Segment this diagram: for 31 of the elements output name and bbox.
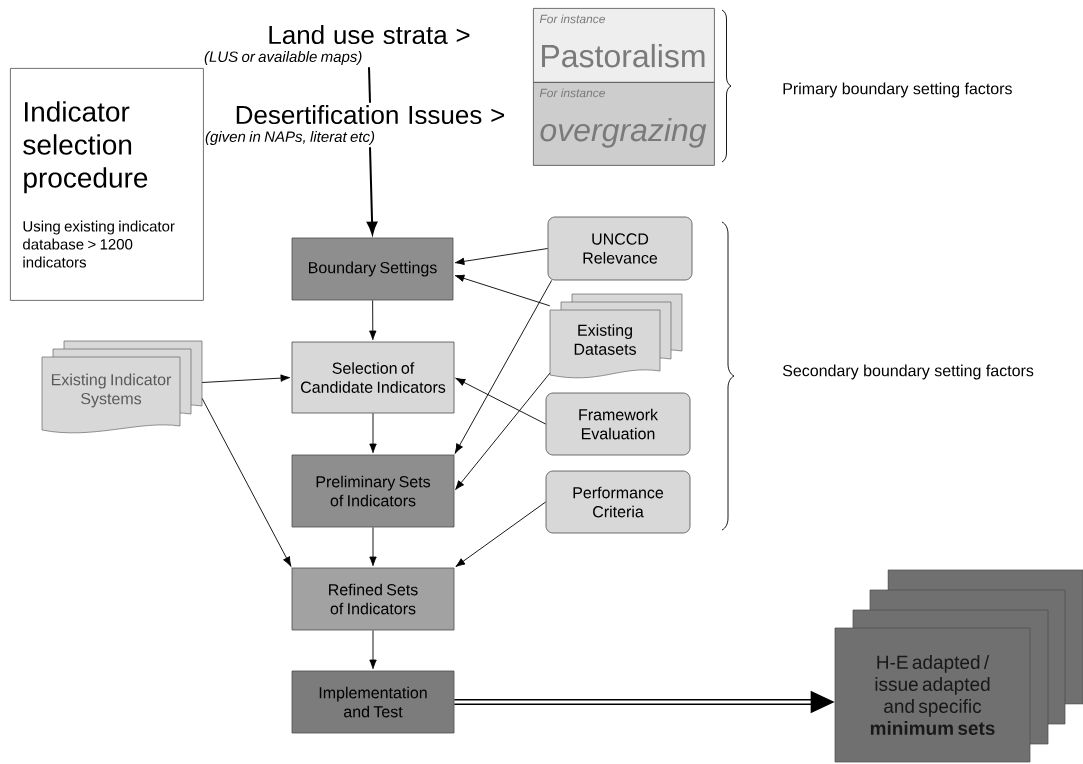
arrow xyxy=(201,398,292,567)
info-box: Indicator selection procedure Using existing indicator database > 1200 indicators xyxy=(10,68,204,301)
arrow xyxy=(455,501,547,567)
process-box: Implementation and Test xyxy=(291,670,455,734)
rounded-box: UNCCD Relevance xyxy=(547,216,693,281)
example-box: For instance Pastoralism xyxy=(533,8,715,83)
arrow xyxy=(201,374,291,383)
process-box: Preliminary Sets of Indicators xyxy=(291,454,455,528)
node-label: minimum sets xyxy=(870,721,995,735)
document-stack: Existing Datasets xyxy=(549,293,683,379)
stacked-sheets: H-E adapted / issue adapted and specific minimum sets xyxy=(834,569,1083,763)
arrow xyxy=(454,248,549,266)
arrow xyxy=(455,377,547,425)
arrow xyxy=(369,299,377,341)
arrow xyxy=(454,274,551,307)
heading-text: Desertification Issues > (given in NAPs, literat etc) xyxy=(205,105,505,145)
arrow xyxy=(369,526,377,567)
rounded-box: Framework Evaluation xyxy=(545,392,691,456)
process-box: Selection of Candidate Indicators xyxy=(291,341,455,414)
example-box: For instance overgrazing xyxy=(533,82,715,166)
heading-text: Land use strata > (LUS or available maps) xyxy=(204,25,470,65)
rounded-box: Performance Criteria xyxy=(545,470,691,534)
arrow xyxy=(455,372,551,490)
annotation-text: Primary boundary setting factors xyxy=(783,82,1012,98)
process-box: Boundary Settings xyxy=(291,237,454,301)
process-box: Refined Sets of Indicators xyxy=(291,567,455,631)
document-stack: Existing Indicator Systems xyxy=(41,340,203,434)
arrow xyxy=(369,629,377,670)
arrow xyxy=(369,412,377,454)
annotation-text: Secondary boundary setting factors xyxy=(782,364,1034,380)
arrow xyxy=(454,279,553,454)
